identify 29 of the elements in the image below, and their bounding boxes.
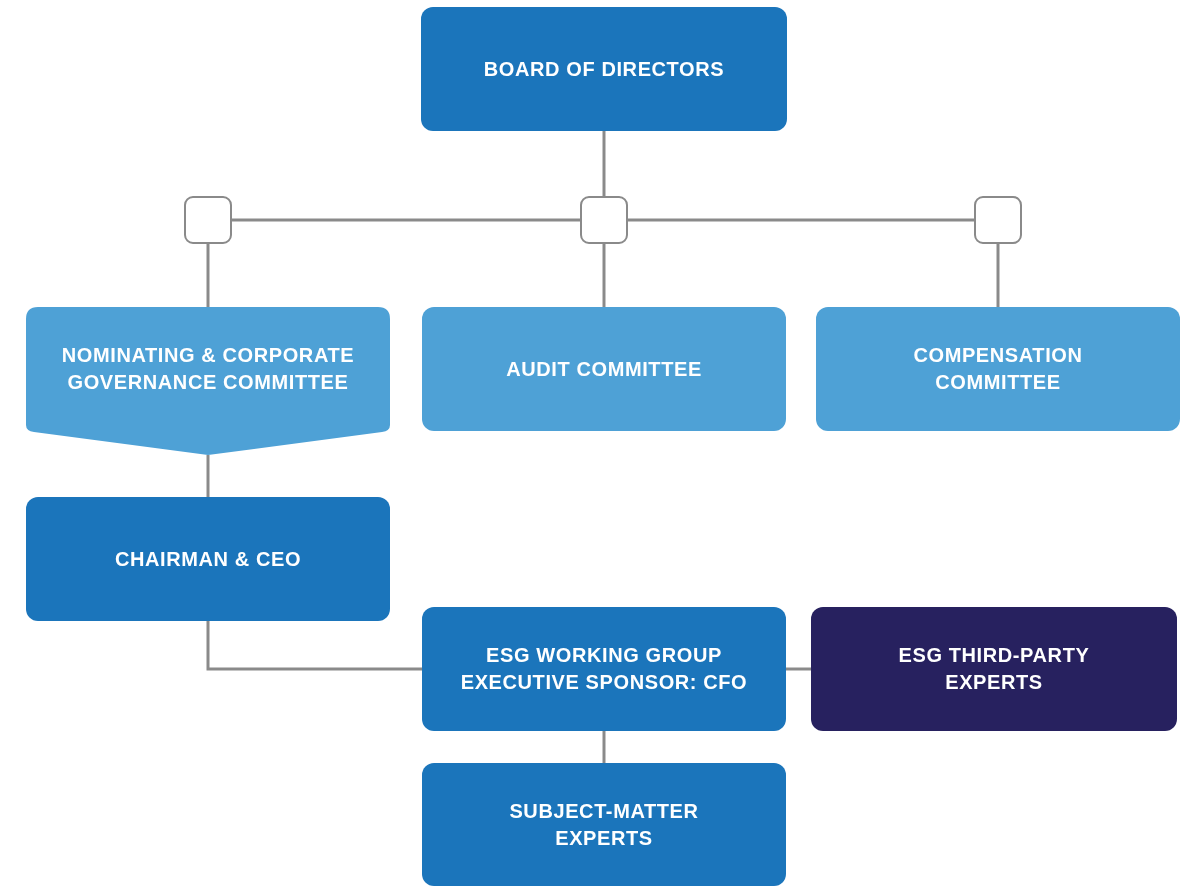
junction-box xyxy=(580,196,628,244)
org-box xyxy=(816,307,1180,431)
box-label: BOARD OF DIRECTORS xyxy=(483,56,725,82)
connector-line xyxy=(206,455,210,497)
org-box xyxy=(811,607,1177,731)
org-box xyxy=(422,607,786,731)
box-label: AUDIT COMMITTEE xyxy=(506,356,702,382)
connector-line xyxy=(602,244,606,307)
connector-line xyxy=(232,218,580,222)
connector-line xyxy=(996,244,1000,307)
connector-line xyxy=(602,731,606,763)
box-label: ESG THIRD-PARTY EXPERTS xyxy=(897,643,1091,695)
org-box xyxy=(422,763,786,886)
junction-box xyxy=(184,196,232,244)
pentagon-box xyxy=(26,307,390,455)
connector-line xyxy=(206,621,422,671)
connector-line xyxy=(206,244,210,307)
connector-line xyxy=(602,131,606,196)
junction-box xyxy=(974,196,1022,244)
org-box xyxy=(422,307,786,431)
box-label: CHAIRMAN & CEO xyxy=(114,546,302,572)
org-box xyxy=(26,497,390,621)
box-label: SUBJECT-MATTER EXPERTS xyxy=(508,798,700,851)
box-label: COMPENSATION COMMITTEE xyxy=(912,343,1084,395)
connector-line xyxy=(786,667,811,671)
box-label: NOMINATING & CORPORATE GOVERNANCE COMMITTEE xyxy=(60,343,356,395)
box-label: ESG WORKING GROUP EXECUTIVE SPONSOR: CFO xyxy=(459,643,749,695)
org-box xyxy=(421,7,787,131)
connector-line xyxy=(628,218,974,222)
